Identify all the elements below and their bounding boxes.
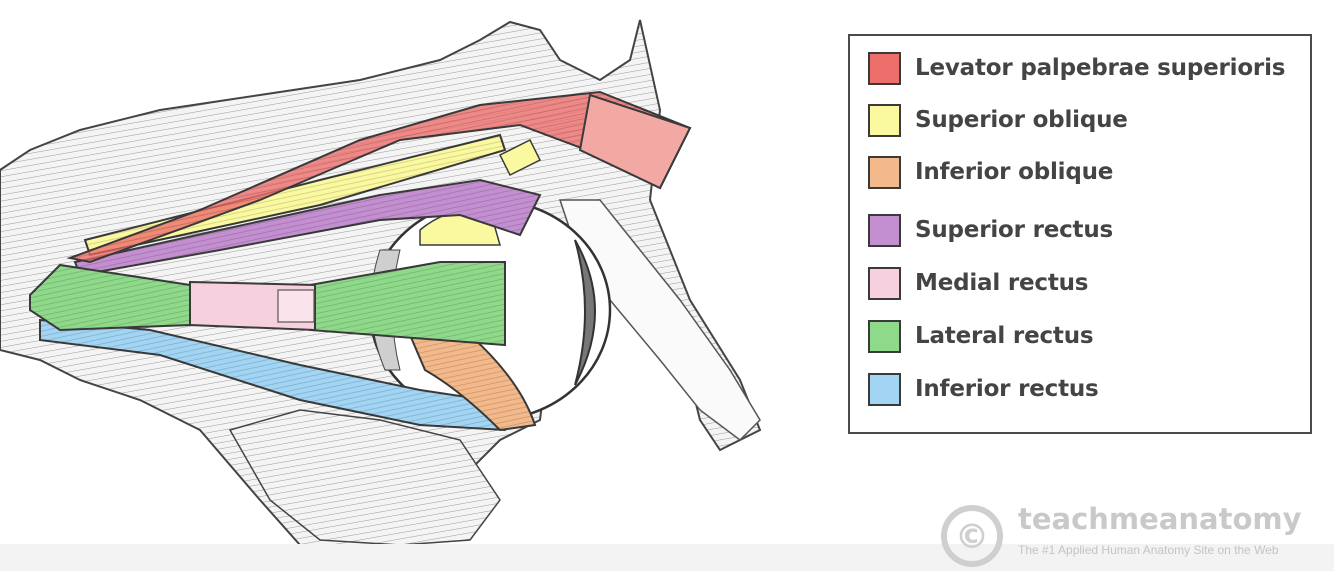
legend-label: Inferior oblique — [915, 159, 1113, 185]
legend-swatch — [868, 373, 901, 406]
legend-label: Superior rectus — [915, 217, 1113, 243]
copyright-logo-icon: © — [940, 504, 1004, 568]
legend-label: Medial rectus — [915, 270, 1088, 296]
legend-swatch — [868, 214, 901, 247]
legend-swatch — [868, 156, 901, 189]
legend-item-lateral-rectus: Lateral rectus — [868, 318, 1093, 354]
legend-item-inferior-oblique: Inferior oblique — [868, 154, 1113, 190]
copyright-symbol: © — [955, 517, 989, 557]
legend-swatch — [868, 104, 901, 137]
legend-label: Inferior rectus — [915, 376, 1099, 402]
legend: Levator palpebrae superioris Superior ob… — [848, 34, 1312, 434]
legend-label: Levator palpebrae superioris — [915, 55, 1285, 81]
legend-item-medial-rectus: Medial rectus — [868, 265, 1088, 301]
legend-item-inferior-rectus: Inferior rectus — [868, 371, 1099, 407]
watermark-tagline: The #1 Applied Human Anatomy Site on the… — [1018, 543, 1279, 557]
watermark-brand: teachmeanatomy — [1018, 502, 1302, 536]
watermark: © teachmeanatomy The #1 Applied Human An… — [940, 500, 1334, 571]
legend-label: Lateral rectus — [915, 323, 1093, 349]
legend-swatch — [868, 52, 901, 85]
eye-muscles-illustration — [0, 0, 800, 571]
legend-item-superior-rectus: Superior rectus — [868, 212, 1113, 248]
legend-label: Superior oblique — [915, 107, 1128, 133]
legend-item-levator-palpebrae: Levator palpebrae superioris — [868, 50, 1285, 86]
legend-swatch — [868, 320, 901, 353]
legend-swatch — [868, 267, 901, 300]
legend-item-superior-oblique: Superior oblique — [868, 102, 1128, 138]
